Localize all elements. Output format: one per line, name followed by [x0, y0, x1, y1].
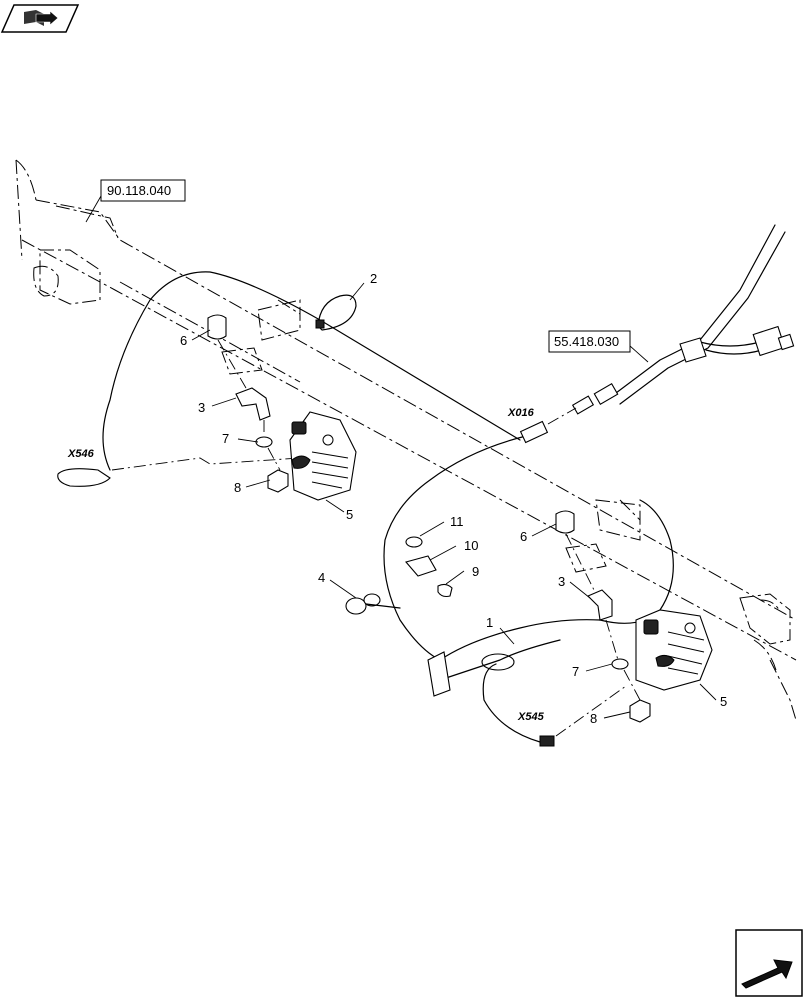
callout-7-left: 7	[222, 431, 229, 446]
harness-reference[interactable]: 55.418.030	[548, 330, 649, 363]
callout-leaders	[191, 282, 717, 719]
existing-harness	[547, 224, 795, 425]
frame-reference-text: 90.118.040	[107, 183, 171, 198]
callout-3-left: 3	[198, 400, 205, 415]
cable-tie-2[interactable]	[315, 294, 357, 331]
callout-4: 4	[318, 570, 325, 585]
callout-7-right: 7	[572, 664, 579, 679]
callout-2: 2	[370, 271, 377, 286]
callout-5-left: 5	[346, 507, 353, 522]
connector-x546: X546	[67, 448, 95, 460]
book-icon[interactable]	[0, 4, 80, 33]
callout-10: 10	[464, 538, 478, 553]
callout-9: 9	[472, 564, 479, 579]
connector-labels: X016 X546 X545	[67, 407, 545, 723]
callout-8-left: 8	[234, 480, 241, 495]
callout-1: 1	[486, 615, 493, 630]
callout-5-right: 5	[720, 694, 727, 709]
connector-x545: X545	[517, 711, 545, 723]
clip-hardware[interactable]	[405, 536, 453, 598]
callout-labels: 2 6 3 7 8 5 11 10 9 4 1 6 3 7 8 5	[180, 271, 727, 726]
callout-11: 11	[450, 514, 464, 529]
frame-reference[interactable]: 90.118.040	[85, 179, 186, 223]
callout-6-left: 6	[180, 333, 187, 348]
harness-1[interactable]	[57, 271, 674, 747]
callout-3-right: 3	[558, 574, 565, 589]
harness-reference-text: 55.418.030	[554, 334, 619, 349]
next-arrow-icon[interactable]	[735, 929, 803, 997]
callout-6-right: 6	[520, 529, 527, 544]
connector-x016: X016	[507, 407, 535, 419]
callout-8-right: 8	[590, 711, 597, 726]
cable-clamp-4[interactable]	[345, 593, 401, 615]
lamp-right[interactable]	[555, 510, 713, 723]
